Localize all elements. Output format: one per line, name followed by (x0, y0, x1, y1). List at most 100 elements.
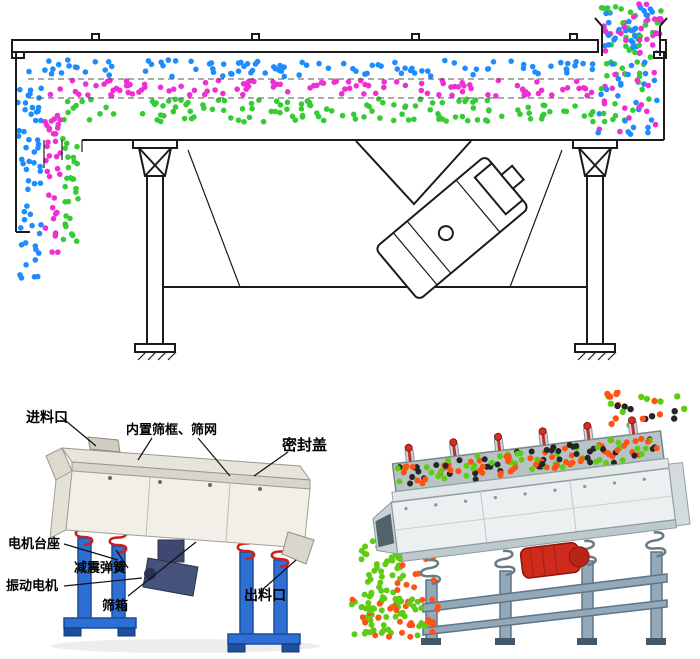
particle-dot (37, 163, 43, 170)
particle-dot (580, 60, 586, 67)
particle-dot (50, 131, 57, 137)
particle-dot (235, 117, 242, 123)
particle-dot (610, 116, 616, 123)
particle-dot (615, 76, 622, 82)
particle-dot (161, 113, 167, 119)
lid-clamp (411, 33, 420, 41)
particle-dot (671, 415, 678, 422)
particle-dot (284, 89, 291, 95)
particle-dot (598, 85, 605, 92)
particle-dot (517, 450, 524, 457)
particle-dot (549, 454, 556, 461)
particle-dot (129, 91, 136, 97)
particle-dot (25, 178, 32, 184)
particle-dot (615, 439, 622, 446)
particle-dot (573, 78, 580, 85)
particle-dot (394, 465, 401, 472)
particle-dot (361, 591, 368, 598)
left-wall-and-chute (15, 52, 30, 233)
particle-dot (654, 97, 660, 104)
particle-dot (403, 581, 410, 588)
particle-dot (363, 551, 370, 558)
particle-dot (644, 438, 651, 445)
particle-dot (623, 43, 629, 49)
label-motor-base: 电机台座 (8, 536, 60, 552)
trough-bottom (82, 52, 665, 141)
particle-dot (325, 65, 332, 71)
label-feed-inlet: 进料口 (26, 409, 68, 426)
particle-dot (165, 57, 172, 63)
particle-dot (206, 61, 213, 67)
particle-dot (391, 102, 397, 108)
particle-dot (645, 124, 651, 131)
particle-dot (298, 101, 305, 107)
particle-dot (628, 62, 635, 69)
particle-dot (637, 49, 643, 56)
particle-dot (463, 472, 470, 479)
particle-dot (362, 543, 369, 550)
particle-dot (141, 81, 148, 88)
particle-dot (82, 81, 89, 87)
particle-dot (462, 65, 468, 72)
under-rail (400, 519, 677, 562)
particle-dot (21, 128, 27, 135)
particle-dot (602, 48, 609, 54)
particle-dot (526, 110, 532, 116)
particle-dot (674, 393, 681, 400)
particle-dot (220, 61, 227, 67)
side-bolts (404, 477, 646, 511)
particle-dot (414, 632, 421, 639)
particle-dot (508, 58, 514, 64)
particle-dot (38, 85, 44, 92)
particle-dot (387, 605, 394, 612)
particle-dot (614, 447, 621, 454)
particle-dot (204, 88, 210, 94)
particle-dot (220, 107, 227, 114)
particle-dot (656, 411, 664, 418)
particle-dot (108, 92, 115, 99)
particle-dot (284, 99, 291, 106)
particle-dot (315, 113, 322, 120)
particle-dot (73, 238, 80, 244)
particle-dot (388, 554, 395, 561)
particle-dot (462, 98, 468, 105)
particle-dot (394, 66, 401, 72)
particle-dot (532, 461, 539, 468)
support-leg-right (572, 139, 618, 361)
particle-dot (649, 42, 656, 48)
particle-dot (102, 67, 108, 73)
particle-dot (645, 82, 652, 89)
particle-dot (646, 96, 652, 102)
motor-shaft (499, 164, 526, 191)
particle-dot (479, 469, 486, 476)
particle-dot (547, 108, 553, 115)
particle-dot (419, 596, 426, 603)
particle-dot (555, 448, 562, 455)
particle-dot (394, 580, 401, 587)
particle-dot (514, 82, 521, 89)
particle-dot (467, 458, 474, 465)
particle-dot (28, 111, 34, 117)
particle-dot (215, 97, 222, 103)
particle-dot (644, 36, 650, 43)
particle-dot (228, 70, 234, 77)
particle-dot (411, 584, 418, 591)
particle-dot (17, 272, 23, 278)
particle-dot (36, 230, 43, 237)
particle-dot (636, 42, 642, 49)
particle-dot (651, 69, 657, 76)
particle-dot (442, 462, 449, 469)
particle-dot (378, 629, 385, 636)
lid-clamp (251, 33, 260, 41)
bouncing-particles-cluster (604, 390, 688, 429)
particle-dot (614, 402, 621, 410)
particle-dot (62, 199, 68, 205)
particle-dot (316, 60, 322, 67)
medium-particle-layer (47, 77, 595, 99)
particle-dot (459, 88, 466, 95)
support-frame (63, 537, 301, 645)
particle-dot (470, 71, 476, 78)
particle-dot (243, 81, 249, 87)
particle-dot (395, 599, 402, 606)
particle-dot (596, 111, 603, 117)
